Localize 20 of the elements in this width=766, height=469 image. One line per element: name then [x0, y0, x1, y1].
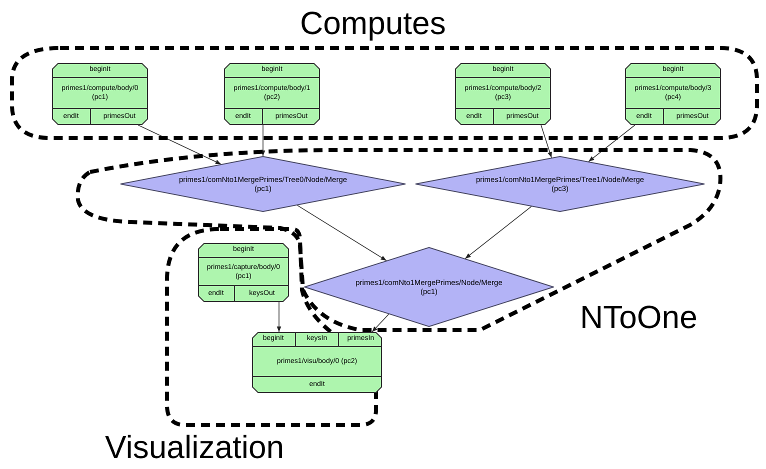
merge-diamond	[304, 247, 554, 327]
arrow	[260, 124, 266, 156]
component-box	[52, 63, 148, 125]
arrow	[296, 204, 387, 261]
group-title: Computes	[300, 4, 446, 42]
component-box	[625, 63, 721, 125]
component-box	[455, 63, 551, 125]
component-box	[198, 243, 289, 302]
arrow	[540, 124, 552, 158]
component-box	[252, 332, 382, 393]
component-box	[224, 63, 320, 125]
arrow	[276, 302, 282, 332]
merge-diamond	[415, 156, 705, 212]
arrow	[372, 314, 390, 332]
merge-diamond	[120, 156, 406, 212]
arrow	[588, 124, 636, 162]
arrow	[138, 124, 222, 165]
group-title: NToOne	[580, 298, 698, 336]
arrow	[464, 206, 532, 259]
group-title: Visualization	[105, 428, 284, 466]
